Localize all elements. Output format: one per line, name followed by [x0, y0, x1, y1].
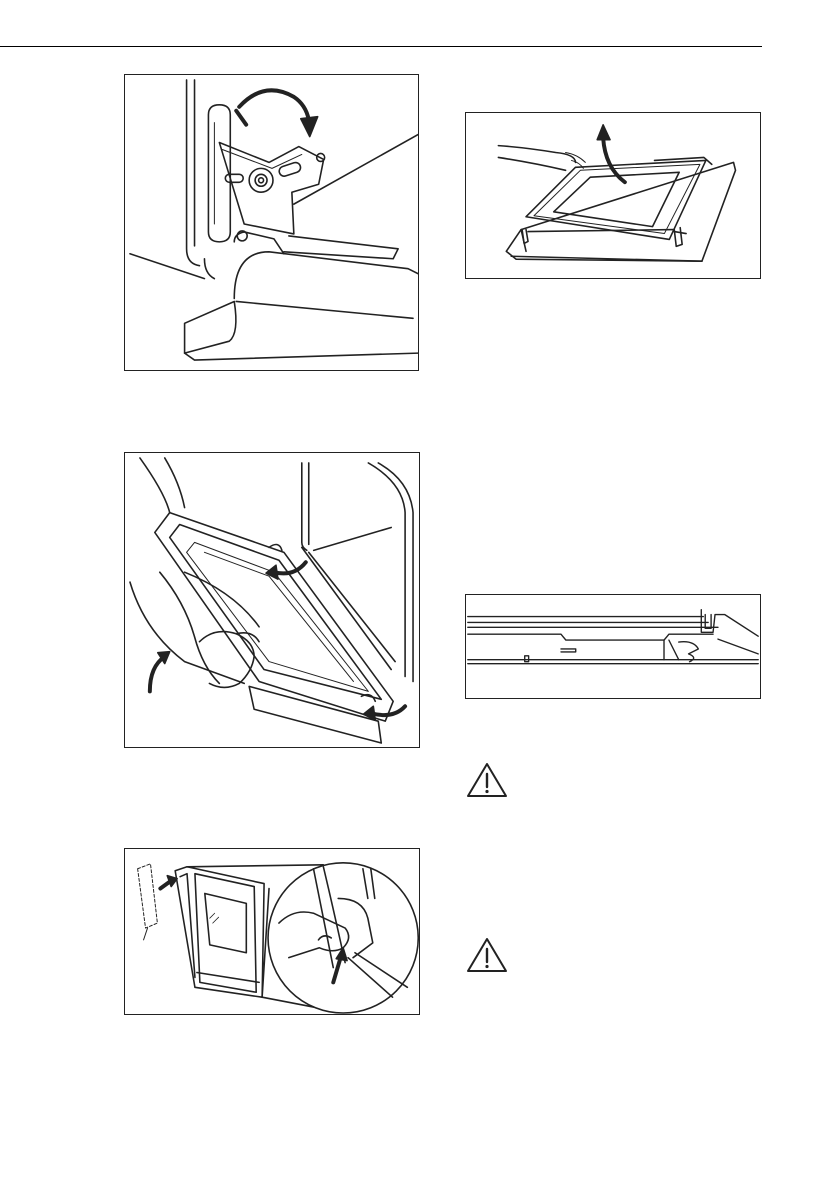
- glass-panel-illustration: [466, 113, 760, 278]
- door-trim-illustration: [125, 849, 419, 1014]
- figure-glass-panel: [465, 112, 761, 279]
- figure-door-removal: [124, 452, 420, 748]
- figure-hinge-lever: [124, 74, 419, 371]
- hinge-lever-illustration: [125, 75, 418, 370]
- warning-triangle-icon: [466, 762, 508, 798]
- door-lift-illustration: [125, 453, 419, 747]
- warning-triangle-icon: [466, 937, 508, 973]
- figure-door-trim: [124, 848, 420, 1015]
- glass-seat-detail-illustration: [466, 595, 760, 698]
- figure-glass-seat: [465, 594, 761, 699]
- header-rule: [0, 46, 762, 47]
